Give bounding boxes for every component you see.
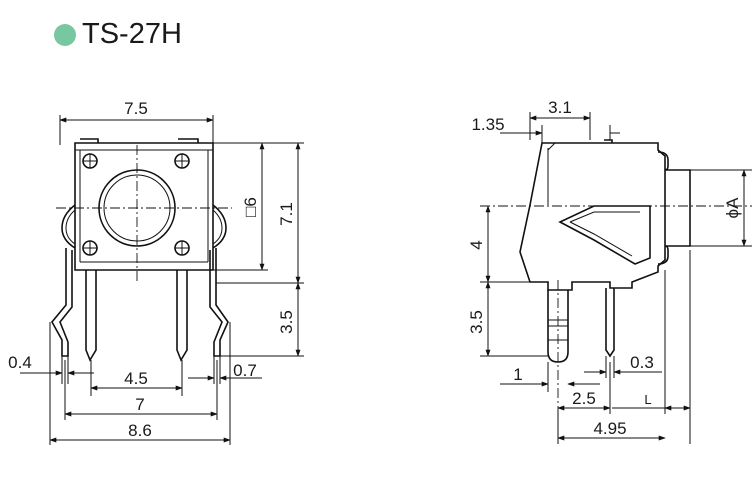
dim-side-lead-pitch: 2.5	[572, 389, 596, 408]
side-flat-lead	[605, 288, 615, 358]
side-view	[480, 139, 752, 440]
dim-lead-length: 3.5	[277, 310, 296, 334]
side-round-lead	[547, 280, 569, 440]
front-body-outline	[61, 138, 227, 271]
dim-pitch-inner: 4.5	[124, 369, 148, 388]
front-dimensions: 7.5 □6 7.1 3.5 0.4 4.5 0.7	[8, 99, 304, 445]
dim-lead-width: 0.4	[8, 353, 32, 372]
dim-side-lead-length: 3.5	[467, 310, 486, 334]
dim-height-to-axis: 4	[467, 240, 486, 249]
dim-height-body: 7.1	[277, 202, 296, 226]
dim-lead-thickness: 0.7	[233, 361, 257, 380]
green-dot-icon	[54, 23, 76, 46]
part-title: TS-27H	[82, 18, 182, 50]
dim-side-top-width: 3.1	[548, 98, 572, 117]
side-dimensions: 3.1 1.35 ϕA 4 3.5 1 0.3 2.5	[467, 98, 752, 444]
dim-width-top: 7.5	[124, 99, 148, 118]
side-actuator	[657, 151, 691, 265]
dim-square-size: □6	[241, 197, 260, 217]
front-inner-leads	[85, 270, 188, 362]
dim-actuator-dia: ϕA	[723, 197, 742, 219]
dim-overall-width: 8.6	[128, 421, 152, 440]
dim-pitch-outer: 7	[135, 395, 144, 414]
header: TS-27H	[54, 20, 182, 49]
side-top-tab	[604, 139, 613, 143]
dim-side-lead-thickness: 0.3	[630, 353, 654, 372]
dim-actuator-length: L	[644, 392, 651, 407]
dim-side-lead-offset: 1	[513, 365, 522, 384]
side-notch	[558, 205, 651, 265]
corner-holes	[82, 153, 190, 256]
side-body-outline	[519, 142, 666, 291]
dim-overall-depth: 4.95	[593, 419, 626, 438]
dim-side-top-offset: 1.35	[471, 115, 504, 134]
front-outer-leads	[51, 248, 229, 357]
front-view	[51, 138, 232, 362]
